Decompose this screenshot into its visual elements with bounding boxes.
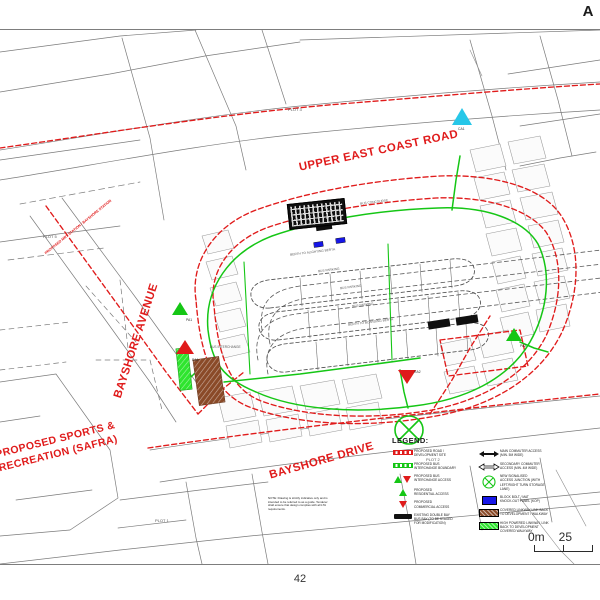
green-access-marker-east[interactable] — [506, 328, 522, 341]
double-arrow-open-icon — [478, 462, 500, 471]
legend-label: COVERED LINKWAY LINK BACK TO DEVELOPMENT… — [500, 508, 549, 517]
legend-item-proposed-residential-access: PROPOSED RESIDENTIAL ACCESS — [392, 488, 472, 497]
legend-item-covered-linkway-brown: COVERED LINKWAY LINK BACK TO DEVELOPMENT… — [478, 508, 558, 518]
legend-label: NEW SIGNALISED ACCESS JUNCTION (WITH LEF… — [500, 474, 545, 491]
legend-label: PROPOSED COMMERCIAL ACCESS — [414, 500, 450, 509]
red-access-marker-southwest[interactable] — [176, 340, 194, 354]
legend-label: PROPOSED ROAD / DEVELOPMENT SITE — [414, 449, 447, 458]
legend-label: HIGH POWERED LINKWAY, LINK BACK TO DEVEL… — [500, 520, 549, 534]
legend-label: PROPOSED RESIDENTIAL ACCESS — [414, 487, 449, 496]
legend-item-proposed-bus-access: PROPOSED BUS INTERCHANGE ACCESS — [392, 474, 472, 484]
red-access-tag-southwest: RA1 — [192, 358, 199, 362]
legend-label: PROPOSED BUS INTERCHANGE BOUNDARY — [414, 461, 457, 470]
triangle-pair-icon — [392, 474, 414, 484]
site-plan-vector — [0, 30, 600, 564]
triangle-red-icon — [392, 500, 414, 509]
building-hatch — [290, 201, 344, 227]
legend-column-left: PROPOSED ROAD / DEVELOPMENT SITE PROPOSE… — [392, 449, 472, 537]
legend-item-proposed-bus-boundary: PROPOSED BUS INTERCHANGE BOUNDARY — [392, 462, 472, 471]
plot-code-b: PLOT 5 — [43, 234, 57, 239]
legend-label: MAIN COMMUTER ACCESS (MIN. 5M WIDE) — [500, 449, 542, 458]
black-bar-icon — [392, 513, 414, 519]
dashed-green-line-icon — [392, 462, 414, 468]
scale-label-zero: 0m — [528, 530, 545, 544]
circle-x-icon — [478, 474, 500, 489]
legend-item-bus-bay-knockout: BLOCK BOLT / MAT KNOCK-OUT PANEL (KOP) — [478, 495, 558, 505]
brown-hatch-icon — [478, 508, 500, 518]
legend-item-covered-linkway-green: HIGH POWERED LINKWAY, LINK BACK TO DEVEL… — [478, 521, 558, 534]
green-access-tag-west: PA1 — [186, 318, 193, 322]
triangle-green-icon — [392, 488, 414, 496]
legend-item-existing-double-bay: EXISTING DOUBLE BAY BUS BAY (TO BE STAGE… — [392, 513, 472, 526]
legend-item-proposed-commercial-access: PROPOSED COMMERCIAL ACCESS — [392, 500, 472, 509]
page-number: 42 — [293, 573, 307, 585]
red-access-marker-south[interactable] — [398, 370, 416, 384]
legend-label: PROPOSED BUS INTERCHANGE ACCESS — [414, 474, 452, 483]
cyan-access-marker[interactable] — [452, 108, 472, 125]
legend-item-signalised-junction: NEW SIGNALISED ACCESS JUNCTION (WITH LEF… — [478, 474, 558, 491]
scale-label-25: 25 — [558, 530, 573, 544]
drawing-note: NOTE: Drawing is strictly indicative onl… — [268, 496, 328, 511]
blue-rect-icon — [478, 495, 500, 505]
sheet-corner-letter: A — [582, 3, 594, 20]
legend-item-proposed-road-dev: PROPOSED ROAD / DEVELOPMENT SITE — [392, 449, 472, 458]
scale-bar: 0m 25 — [528, 530, 600, 553]
plot-code-a: PLOT 3 — [288, 107, 302, 112]
sheet-bottom-rule — [0, 564, 600, 565]
annotation-interchange-building: BUS INTERCHANGE — [210, 345, 241, 349]
legend-label: EXISTING DOUBLE BAY BUS BAY (TO BE STAGE… — [414, 512, 453, 526]
green-access-marker-west[interactable] — [172, 302, 188, 315]
cyan-access-tag: CA1 — [458, 127, 465, 131]
legend-item-main-commuter-access: MAIN COMMUTER ACCESS (MIN. 5M WIDE) — [478, 449, 558, 458]
scale-rule — [534, 545, 600, 553]
legend-column-right: MAIN COMMUTER ACCESS (MIN. 5M WIDE) SECO… — [478, 449, 558, 537]
legend-label: SECONDARY COMMUTER ACCESS (MIN. 4M WIDE) — [500, 461, 540, 470]
double-arrow-solid-icon — [478, 449, 500, 458]
plot-code-d: PLOT 1 — [155, 518, 169, 523]
green-hatch-icon — [478, 521, 500, 530]
green-access-tag-east: PA2 — [520, 344, 527, 348]
legend: LEGEND: PROPOSED ROAD / DEVELOPMENT SITE… — [392, 436, 562, 537]
site-plan-canvas: CA1 PA1 PA2 RA1 RA2 UPPER EAST COAST ROA… — [0, 30, 600, 564]
legend-label: BLOCK BOLT / MAT KNOCK-OUT PANEL (KOP) — [500, 494, 540, 503]
signalised-junction-symbol — [394, 415, 424, 445]
red-access-tag-south: RA2 — [414, 370, 421, 374]
plot-code-c: PLOT 2 — [426, 457, 440, 462]
legend-title: LEGEND: — [392, 436, 429, 445]
dashed-red-line-icon — [392, 449, 414, 455]
legend-item-secondary-commuter-access: SECONDARY COMMUTER ACCESS (MIN. 4M WIDE) — [478, 462, 558, 471]
sheet-top-rule — [0, 29, 600, 30]
